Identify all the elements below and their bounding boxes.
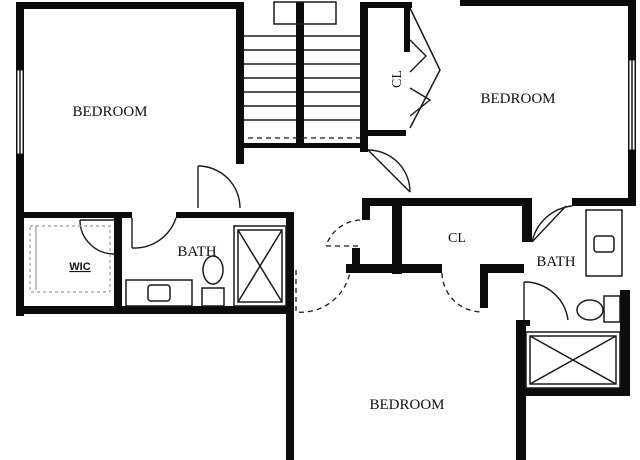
label-closet-center: CL [448, 231, 466, 246]
door-swing-wic [79, 219, 115, 255]
toilet-bowl-right [576, 299, 604, 321]
shower-right-x2 [529, 335, 617, 385]
wall-wic-bath [114, 212, 122, 310]
sink-right [593, 235, 615, 253]
toilet-tank-left [201, 287, 225, 307]
shower-right-inner [529, 335, 617, 385]
wall-bottom-left [16, 306, 294, 314]
shower-left-inner [237, 229, 283, 303]
wall-stair-east [360, 2, 368, 152]
wall-closet-east [404, 2, 410, 52]
toilet-bowl-left [202, 255, 224, 285]
wall-bath-top-a [114, 212, 132, 218]
wall-stair-divider [296, 2, 304, 148]
shower-left-x2 [237, 229, 283, 303]
wall-bath-right-bottom [526, 388, 630, 396]
wall-top-closet [360, 2, 412, 8]
stair-landing [273, 1, 337, 25]
wall-wic-top [24, 212, 114, 218]
toilet-tank-right [603, 295, 621, 323]
wall-bedroom-bottom-east [516, 320, 526, 460]
label-closet-top: CL [390, 70, 405, 88]
label-bedroom-right: BEDROOM [480, 91, 555, 107]
sink-left [147, 284, 171, 302]
wic-shelving [29, 225, 111, 293]
door-swing-bath-left [131, 217, 177, 249]
wall-closet-center-bottom-right [480, 264, 524, 273]
door-swing-bedroom-left [197, 165, 241, 209]
door-closet-top-a [409, 39, 427, 73]
door-swing-bedroom-right [367, 149, 411, 193]
label-bedroom-bottom: BEDROOM [369, 397, 444, 413]
bath-right-fixtures [525, 209, 623, 389]
wall-bath-right-sw [516, 320, 530, 326]
door-swing-closet-center [441, 272, 483, 313]
door-swing-bath-right [531, 205, 573, 243]
label-bedroom-left: BEDROOM [72, 104, 147, 120]
wall-bedroom-bottom-north-east [480, 264, 488, 308]
wall-closet-center-top [362, 198, 532, 206]
door-bath-right [531, 205, 567, 243]
label-walk-in-closet: WIC [69, 261, 90, 273]
wall-top-right [460, 0, 636, 6]
bath-left-fixtures [125, 225, 287, 307]
wall-closet-center-nw [362, 198, 370, 220]
wall-hall-stub [352, 248, 360, 272]
wall-bedroom-left-east [236, 2, 244, 164]
label-bath-left: BATH [177, 244, 216, 260]
wall-closet-center-west [392, 206, 402, 274]
stairs [244, 1, 360, 139]
wall-closet-center-bottom [346, 264, 442, 273]
door-swing-bedroom-bottom [295, 270, 351, 313]
doors [79, 7, 573, 321]
windows [16, 59, 636, 155]
wall-right-outer-lower [620, 290, 630, 394]
wall-bath-right-top [572, 198, 636, 206]
door-closet-top-fold [409, 7, 441, 129]
label-bath-right: BATH [536, 254, 575, 270]
room-labels: BEDROOM BEDROOM BEDROOM BATH BATH CL CL … [69, 70, 575, 413]
door-closet-top-b [409, 87, 432, 117]
wall-left-outer [16, 2, 24, 316]
wic-shelf-outline [29, 225, 111, 293]
wall-closet-bottom [368, 130, 406, 136]
wall-stair-bottom [244, 143, 368, 148]
wall-top-left [16, 2, 244, 9]
wall-bath-top-b [176, 212, 294, 218]
door-swing-hall-a [325, 219, 361, 247]
door-bedroom-right [367, 149, 411, 193]
door-swing-bath-right-lower [523, 281, 569, 321]
wall-bath-right-west-upper [522, 198, 532, 242]
wall-bedroom-bottom-west [286, 212, 294, 460]
walls [16, 0, 636, 460]
